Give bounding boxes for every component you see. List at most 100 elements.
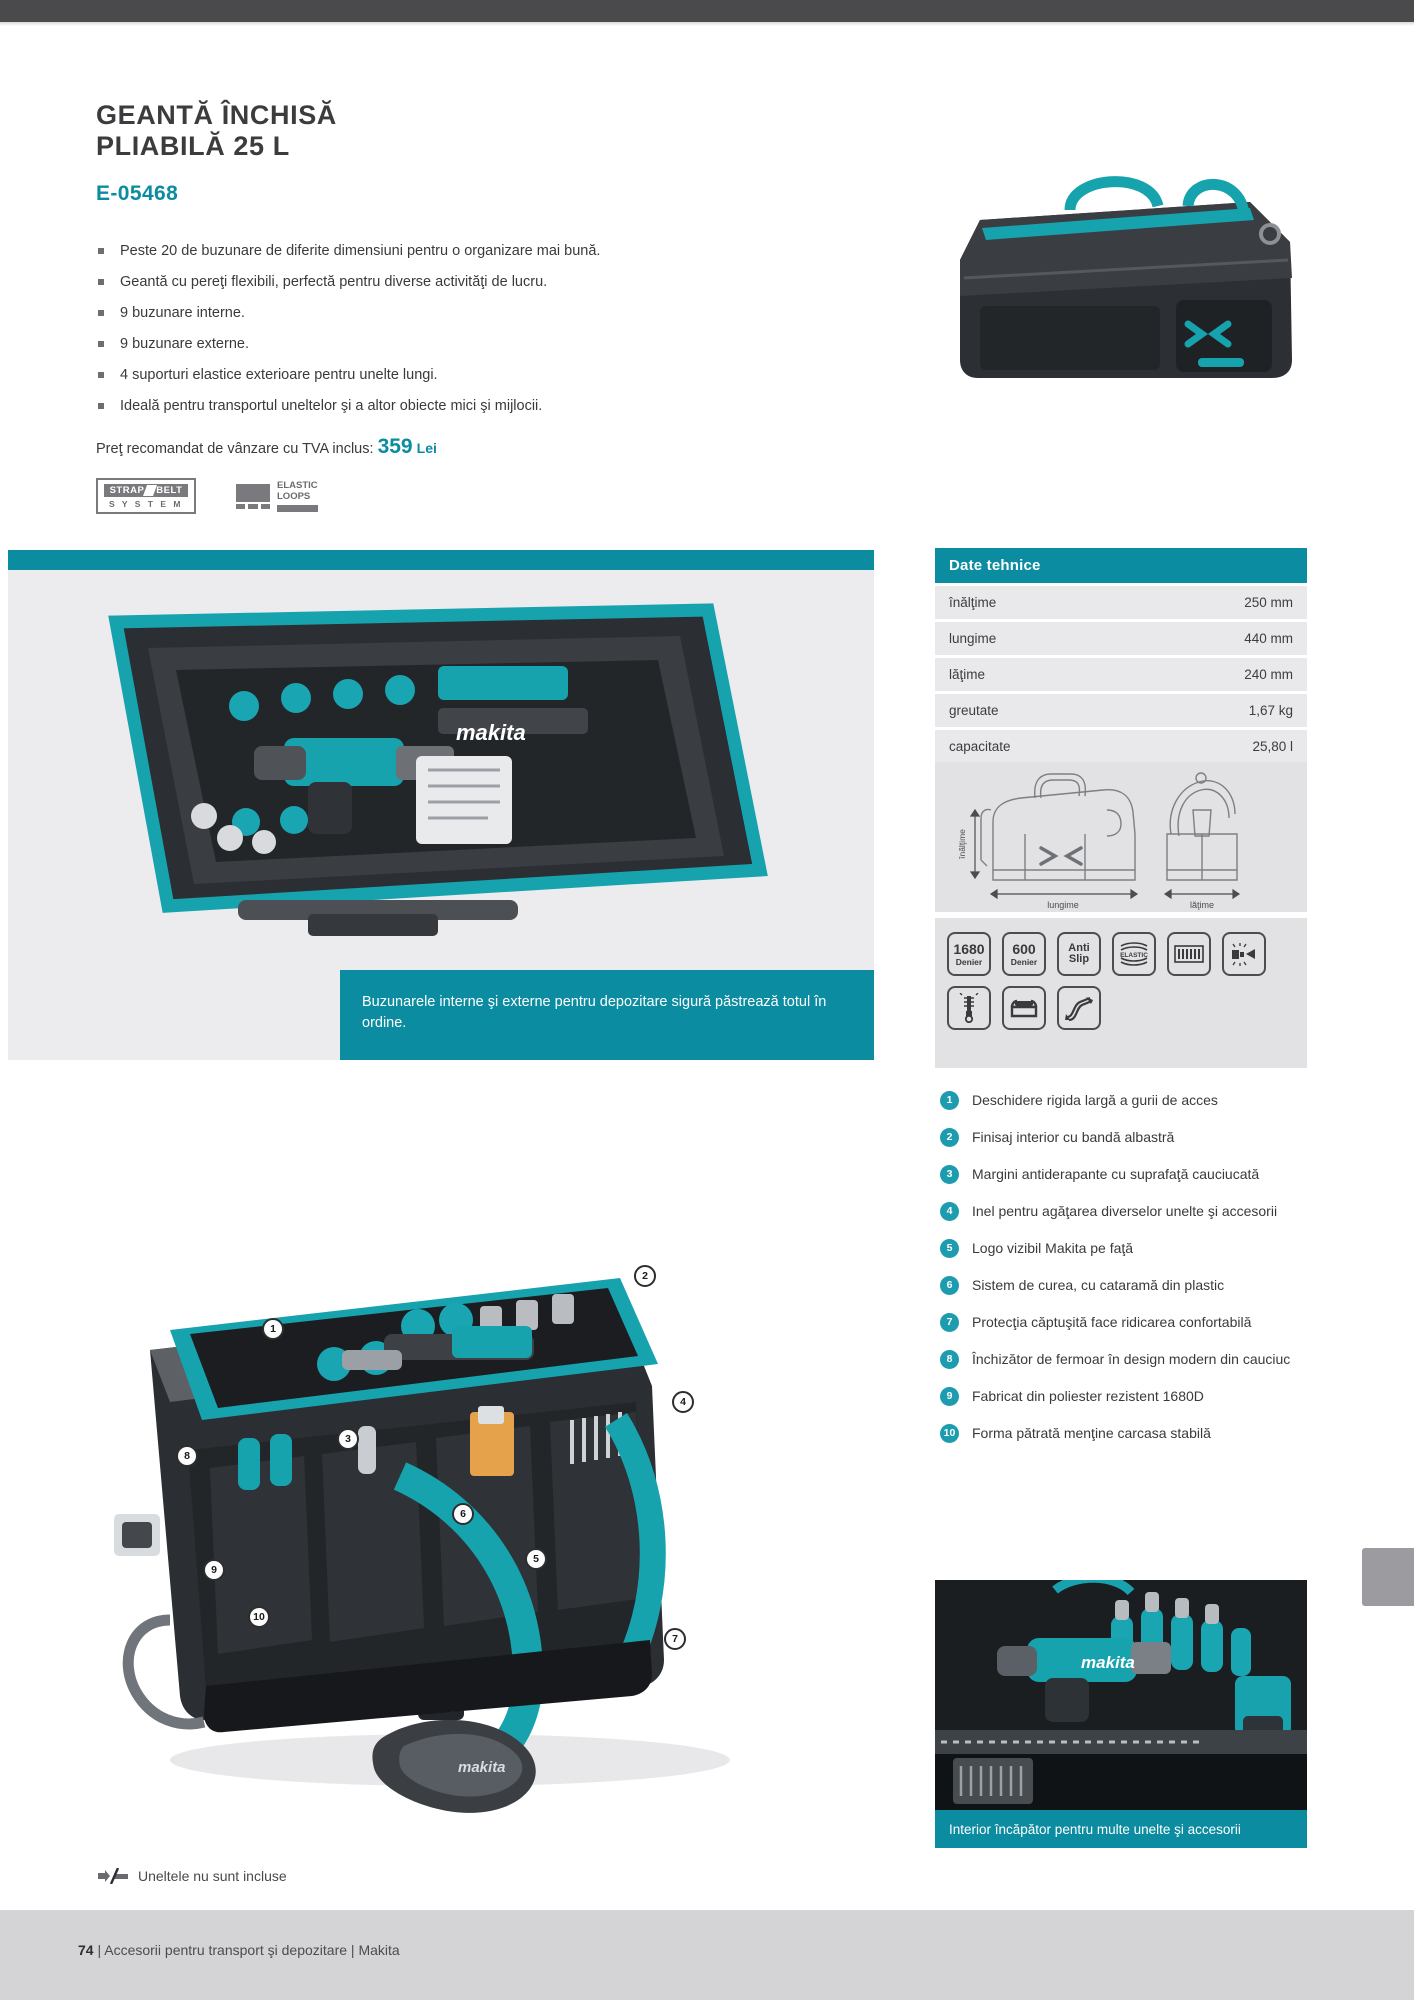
bullet-square-icon <box>98 248 104 254</box>
svg-text:lăţime: lăţime <box>1190 900 1214 910</box>
tech-value: 1,67 kg <box>1248 703 1293 718</box>
footer-separator-1: | <box>97 1942 102 1958</box>
panel-teal-topbar <box>8 550 874 570</box>
bullet-square-icon <box>98 279 104 285</box>
table-row: lungime 440 mm <box>935 622 1307 655</box>
feature-number-badge: 2 <box>940 1128 959 1147</box>
denier-600-value: 600 <box>1012 940 1036 957</box>
svg-text:makita: makita <box>1081 1653 1135 1672</box>
bullet-text: Peste 20 de buzunare de diferite dimensi… <box>120 243 601 259</box>
table-row: lăţime 240 mm <box>935 658 1307 691</box>
list-item: 10 Forma pătrată menţine carcasa stabilă <box>930 1423 1330 1443</box>
elastic-loops-text: ELASTIC LOOPS <box>277 480 318 512</box>
photo-callout-4: 4 <box>672 1391 694 1413</box>
bullet-square-icon <box>98 310 104 316</box>
table-row: greutate 1,67 kg <box>935 694 1307 727</box>
feature-number-badge: 10 <box>940 1424 959 1443</box>
denier-600-unit: Denier <box>1010 956 1038 967</box>
feature-text: Logo vizibil Makita pe faţă <box>972 1240 1134 1256</box>
feature-number-badge: 4 <box>940 1202 959 1221</box>
list-item: Ideală pentru transportul uneltelor şi a… <box>96 397 736 415</box>
feature-number-badge: 1 <box>940 1091 959 1110</box>
elastic-loops-graphic <box>236 483 270 509</box>
list-item: 4 Inel pentru agăţarea diverselor unelte… <box>930 1201 1330 1221</box>
feature-number-badge: 6 <box>940 1276 959 1295</box>
price-label: Preţ recomandat de vânzare cu TVA inclus… <box>96 441 374 457</box>
elastic-loops-icon: ELASTIC LOOPS <box>236 480 318 512</box>
footer-separator-2: | <box>350 1942 355 1958</box>
elastic-icon: ELASTIC <box>1112 932 1156 976</box>
feature-number-badge: 5 <box>940 1239 959 1258</box>
photo-callout-9: 9 <box>203 1559 225 1581</box>
bullet-text: 9 buzunare interne. <box>120 305 245 321</box>
bullet-square-icon <box>98 403 104 409</box>
photo-callout-10: 10 <box>248 1606 270 1628</box>
badge-belt-word: BELT <box>156 485 183 496</box>
list-item: 8 Închizător de fermoar în design modern… <box>930 1349 1330 1369</box>
footer-section: Accesorii pentru transport şi depozitare <box>104 1942 348 1958</box>
svg-text:makita: makita <box>458 1759 506 1776</box>
tech-label: greutate <box>949 703 999 718</box>
interior-caption-banner: Buzunarele interne şi externe pentru dep… <box>340 970 874 1060</box>
feature-text: Protecţia căptuşită face ridicarea confo… <box>972 1314 1252 1330</box>
list-item: 4 suporturi elastice exterioare pentru u… <box>96 366 736 384</box>
feature-text: Fabricat din poliester rezistent 1680D <box>972 1388 1204 1404</box>
list-item: Peste 20 de buzunare de diferite dimensi… <box>96 242 736 260</box>
loops-word: LOOPS <box>277 491 311 502</box>
footer-band <box>0 1910 1414 2000</box>
ribbed-base-icon <box>1167 932 1211 976</box>
interior-detail-caption: Interior încăpător pentru multe unelte ş… <box>935 1810 1307 1848</box>
list-item: 7 Protecţia căptuşită face ridicarea con… <box>930 1312 1330 1332</box>
feature-text: Închizător de fermoar în design modern d… <box>972 1351 1291 1367</box>
footer-text: 74 | Accesorii pentru transport şi depoz… <box>78 1942 400 1958</box>
photo-callout-2: 2 <box>634 1265 656 1287</box>
badge-system-word: S Y S T E M <box>109 499 183 509</box>
product-title-line2: PLIABILĂ 25 L <box>96 131 290 161</box>
interior-caption-text: Buzunarele interne şi externe pentru dep… <box>362 994 827 1031</box>
list-item: 9 Fabricat din poliester rezistent 1680D <box>930 1386 1330 1406</box>
tech-value: 240 mm <box>1244 667 1293 682</box>
footer-brand: Makita <box>358 1942 400 1958</box>
bullet-square-icon <box>98 341 104 347</box>
interior-detail-caption-text: Interior încăpător pentru multe unelte ş… <box>949 1821 1241 1837</box>
hero-product-photo <box>960 176 1292 378</box>
bullet-text: 4 suporturi elastice exterioare pentru u… <box>120 367 438 383</box>
feature-number-badge: 7 <box>940 1313 959 1332</box>
tools-not-included-note: Uneltele nu sunt incluse <box>96 1868 287 1884</box>
tech-data-table: Date tehnice înălţime 250 mm lungime 440… <box>935 548 1307 763</box>
tech-value: 440 mm <box>1244 631 1293 646</box>
tech-value: 250 mm <box>1244 595 1293 610</box>
price-currency: Lei <box>416 440 437 456</box>
table-row: capacitate 25,80 l <box>935 730 1307 763</box>
reinforced-icon <box>1222 932 1266 976</box>
footer-page-number: 74 <box>78 1942 94 1958</box>
price-value: 359 <box>377 435 413 458</box>
product-title-line1: GEANTĂ ÎNCHISĂ <box>96 100 337 130</box>
elastic-word: ELASTIC <box>277 480 318 491</box>
svg-text:lungime: lungime <box>1047 900 1079 910</box>
feature-number-badge: 3 <box>940 1165 959 1184</box>
photo-callout-1: 1 <box>262 1318 284 1340</box>
feature-number-badge: 9 <box>940 1387 959 1406</box>
list-item: 9 buzunare externe. <box>96 335 736 353</box>
tech-label: lăţime <box>949 667 986 682</box>
list-item: 6 Sistem de curea, cu cataramă din plast… <box>930 1275 1330 1295</box>
zipper-icon <box>947 986 991 1030</box>
top-dark-strip <box>0 0 1414 22</box>
table-row: înălţime 250 mm <box>935 586 1307 619</box>
price-line: Preţ recomandat de vânzare cu TVA inclus… <box>96 435 437 459</box>
denier-1680-icon: 1680 Denier <box>947 932 991 976</box>
feature-text: Deschidere rigida largă a gurii de acces <box>972 1092 1218 1108</box>
feature-icon-row-2 <box>947 986 1307 1030</box>
strap-belt-top-line: STRAP/BELT <box>104 484 188 497</box>
feature-number-badge: 8 <box>940 1350 959 1369</box>
feature-text: Inel pentru agăţarea diverselor unelte ş… <box>972 1203 1278 1219</box>
tech-label: lungime <box>949 631 997 646</box>
list-item: Geantă cu pereţi flexibili, perfectă pen… <box>96 273 736 291</box>
numbered-feature-list: 1 Deschidere rigida largă a gurii de acc… <box>930 1090 1330 1460</box>
top-strip-shadow <box>0 22 1414 26</box>
feature-text: Sistem de curea, cu cataramă din plastic <box>972 1277 1225 1293</box>
